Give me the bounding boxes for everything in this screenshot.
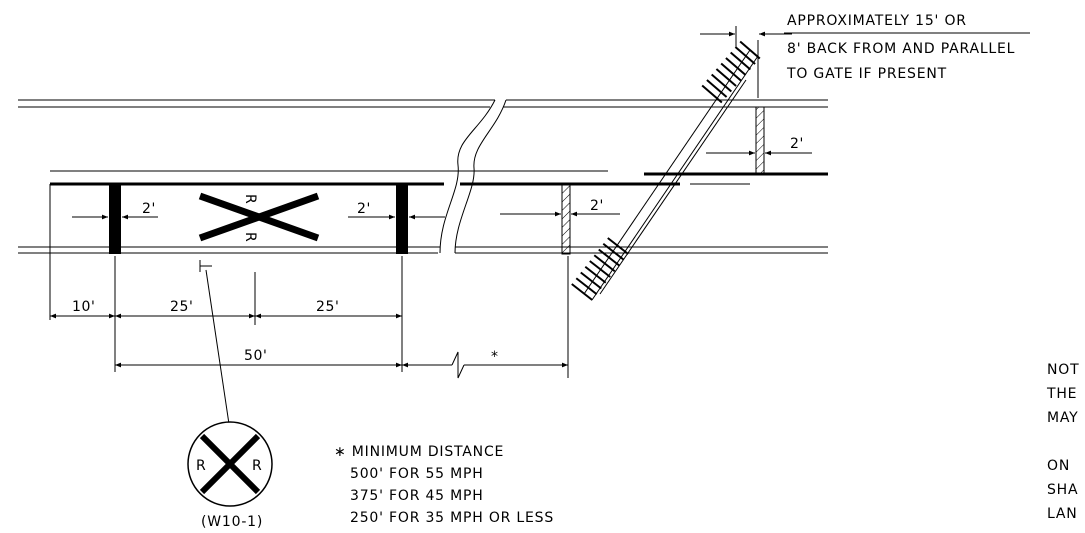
dim-2ft-far-lane: 2' <box>790 136 804 152</box>
rail-tie <box>575 277 598 296</box>
rail-tie <box>720 62 742 82</box>
min-distance-row-55: 500' FOR 55 MPH <box>350 466 484 482</box>
rxr-letter-top: R <box>242 194 258 204</box>
dimension-labels: 2' 2' 2' 2' 10' 25' 25' 50' * <box>72 136 804 365</box>
stop-line-far-lane <box>755 106 765 175</box>
dim-2ft-right: 2' <box>357 201 371 217</box>
rail-2 <box>591 55 759 301</box>
rail-tie <box>711 73 732 93</box>
rxr-x-stroke-2 <box>198 192 320 242</box>
side-note-2-line-3: LAN <box>1047 506 1078 522</box>
rail-tie <box>584 265 607 284</box>
stop-bar-left <box>109 184 121 254</box>
side-note-1-line-1: NOT <box>1047 362 1079 378</box>
gate-note-line-3: TO GATE IF PRESENT <box>786 66 947 82</box>
rail-tie <box>607 237 629 255</box>
sign-letter-right: R <box>252 458 262 474</box>
side-notes: NOT THE MAY ON SHA LAN <box>1046 362 1079 522</box>
stop-bar-right <box>396 184 408 254</box>
side-note-2-line-2: SHA <box>1047 482 1078 498</box>
road-edge-bottom <box>18 246 828 254</box>
stop-line-near-track <box>561 183 571 255</box>
w10-1-sign: R R (W10-1) <box>187 421 273 530</box>
rail-1 <box>583 49 751 295</box>
ties-top <box>701 40 761 104</box>
stop-bars <box>109 106 765 255</box>
rail-tie <box>580 271 602 290</box>
sign-letter-left: R <box>196 458 206 474</box>
dim-25ft-2: 25' <box>316 299 339 315</box>
side-note-1-line-3: MAY <box>1047 410 1079 426</box>
sign-code: (W10-1) <box>201 514 263 530</box>
side-note-2-line-1: ON <box>1047 458 1070 474</box>
dim-10ft: 10' <box>72 299 95 315</box>
rail-tie <box>602 242 625 261</box>
min-distance-heading: ∗ MINIMUM DISTANCE <box>334 444 504 460</box>
rail-tie <box>734 46 756 65</box>
ties-bottom <box>571 237 629 301</box>
sign-location-mark <box>199 260 230 425</box>
road-edge-top <box>18 99 828 108</box>
railroad-track <box>571 40 761 301</box>
minimum-distance-note: ∗ MINIMUM DISTANCE 500' FOR 55 MPH 375' … <box>334 444 554 526</box>
dim-variable: * <box>491 349 499 365</box>
rail-tie <box>593 254 616 273</box>
dim-25ft-1: 25' <box>170 299 193 315</box>
rail-tie <box>739 40 761 60</box>
min-distance-row-45: 375' FOR 45 MPH <box>350 488 484 504</box>
min-distance-row-35: 250' FOR 35 MPH OR LESS <box>350 510 554 526</box>
dimension-lines <box>50 26 812 379</box>
road-lines <box>18 99 828 320</box>
dim-50ft: 50' <box>244 348 267 364</box>
rail-tie <box>589 260 611 278</box>
rxr-pavement-marking: R R <box>198 192 320 242</box>
rail-tie <box>715 68 737 87</box>
gate-note-line-2: 8' BACK FROM AND PARALLEL <box>787 41 1015 57</box>
rail-tie <box>706 79 728 98</box>
rail-tie <box>725 57 747 76</box>
gate-note: APPROXIMATELY 15' OR 8' BACK FROM AND PA… <box>784 13 1030 82</box>
dim-2ft-stop-line: 2' <box>590 198 604 214</box>
rxr-letter-bottom: R <box>242 232 258 242</box>
rail-tie <box>598 248 620 267</box>
rail-tie <box>730 51 751 71</box>
road-break <box>439 99 507 254</box>
rail-3 <box>599 79 747 295</box>
dim-2ft-left: 2' <box>142 201 156 217</box>
rail-tie <box>701 84 723 104</box>
gate-note-line-1: APPROXIMATELY 15' OR <box>787 13 967 29</box>
side-note-1-line-2: THE <box>1046 386 1077 402</box>
rail-tie <box>571 283 593 301</box>
sign-leader-line <box>205 269 230 425</box>
